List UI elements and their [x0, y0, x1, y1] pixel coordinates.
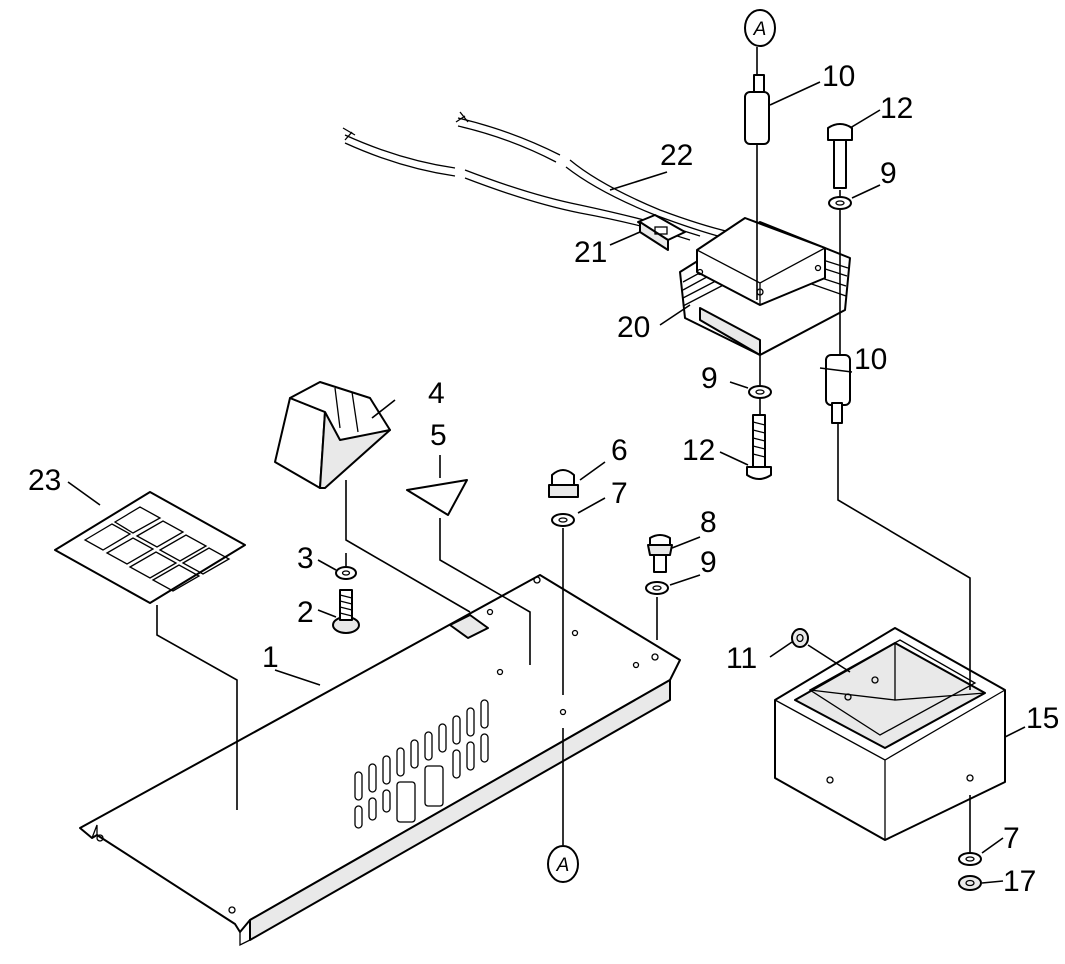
callout-15: 15 [1026, 702, 1059, 735]
spacer-10-bottom [825, 354, 851, 424]
callout-21: 21 [574, 236, 607, 269]
callout-17: 17 [1003, 865, 1036, 898]
callout-9: 9 [700, 546, 717, 579]
bolt-8 [647, 534, 673, 573]
base-plate [79, 574, 681, 947]
callout-12-bottom: 12 [682, 434, 715, 467]
callout-9-middle: 9 [701, 362, 718, 395]
label-sheet [54, 491, 246, 604]
screw-2 [332, 589, 360, 634]
callout-8: 8 [700, 506, 717, 539]
callout-11: 11 [726, 642, 757, 675]
reference-marker-top: A [744, 9, 776, 47]
washer-3 [335, 566, 357, 580]
washer-7b [958, 852, 982, 866]
callout-12-top: 12 [880, 92, 913, 125]
callout-20: 20 [617, 311, 650, 344]
assembly-lines [156, 47, 971, 853]
enclosure-box-15 [774, 627, 1006, 841]
callout-10-bottom: 10 [854, 343, 887, 376]
callout-3: 3 [297, 542, 314, 575]
transformer-20 [679, 217, 851, 356]
callout-22: 22 [660, 139, 693, 172]
bolt-12-bottom [746, 414, 772, 480]
nut-17 [958, 875, 982, 891]
reference-label-bottom: A [556, 855, 570, 876]
reference-marker-bottom: A [547, 845, 579, 883]
holder-block [274, 381, 391, 489]
leader-lines [67, 81, 1026, 884]
washer-11 [791, 628, 809, 648]
power-cable-22 [342, 111, 731, 241]
callout-7: 7 [611, 477, 628, 510]
washer-9a [828, 196, 852, 210]
callout-5: 5 [430, 419, 447, 452]
reference-label-top: A [753, 19, 767, 40]
bolt-12-top [827, 123, 853, 189]
washer-9b [748, 385, 772, 399]
warning-triangle-label [406, 479, 468, 516]
washer-9c [645, 581, 669, 595]
washer-7 [551, 513, 575, 527]
callout-9-top: 9 [880, 157, 897, 190]
callout-6: 6 [611, 434, 628, 467]
callout-2: 2 [297, 596, 314, 629]
callout-1: 1 [262, 641, 279, 674]
spacer-10-top [744, 74, 770, 145]
connector-plug-21 [637, 214, 686, 251]
callout-23: 23 [28, 464, 61, 497]
callout-7-bottom: 7 [1003, 822, 1020, 855]
callout-10-top: 10 [822, 60, 855, 93]
cap-nut-6 [548, 469, 579, 498]
ventilation-slots [354, 699, 489, 829]
callout-4: 4 [428, 377, 445, 410]
